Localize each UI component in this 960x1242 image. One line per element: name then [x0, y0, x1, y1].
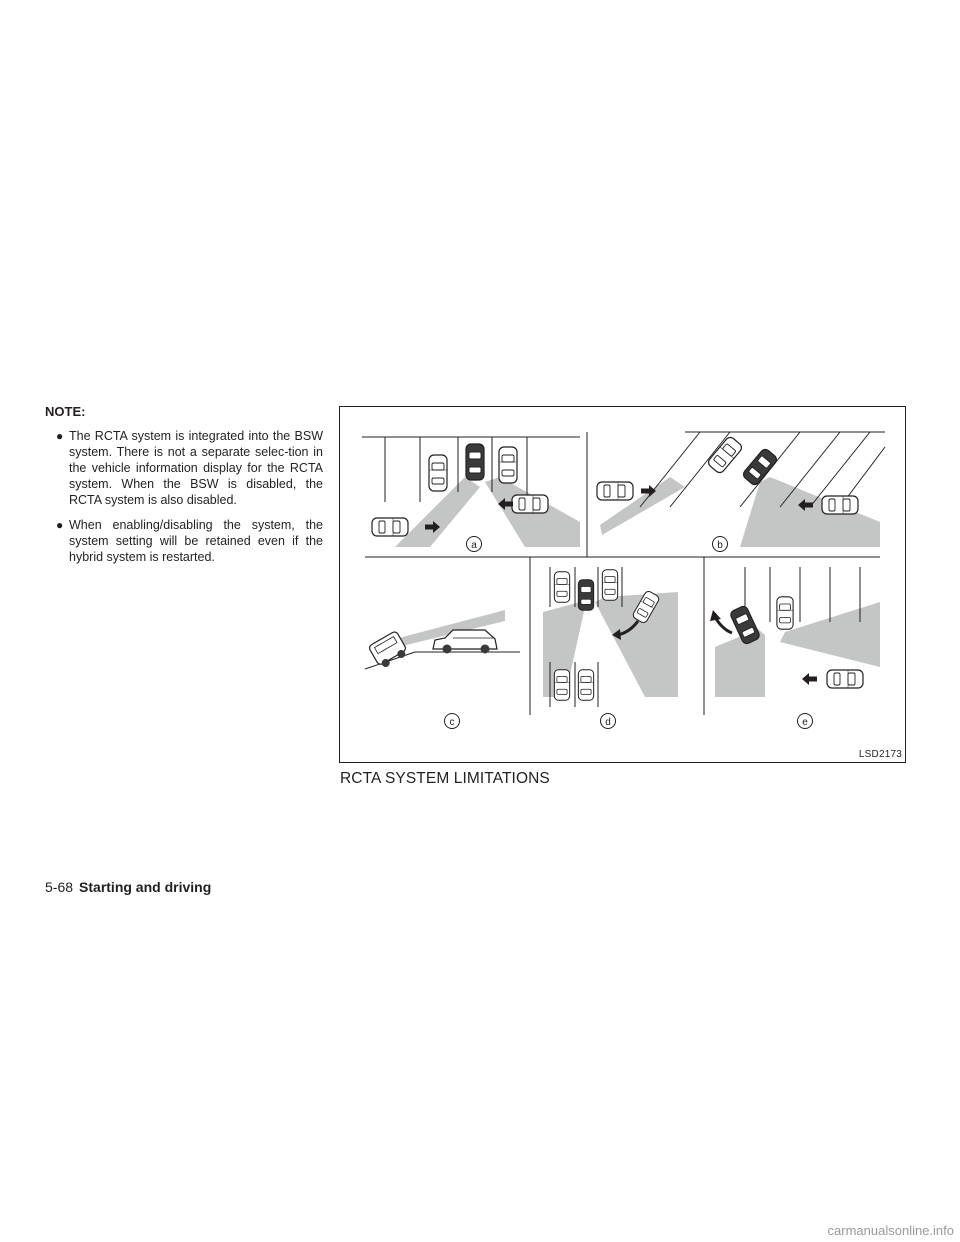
- panel-label-e: e: [797, 713, 813, 729]
- note-bullet-text: The RCTA system is integrated into the B…: [69, 429, 323, 507]
- note-bullet-list: ● The RCTA system is integrated into the…: [45, 428, 323, 565]
- svg-text:e: e: [802, 717, 808, 728]
- svg-text:b: b: [717, 540, 723, 551]
- svg-text:a: a: [471, 540, 477, 551]
- watermark: carmanualsonline.info: [827, 1223, 954, 1238]
- bullet-icon: ●: [56, 429, 64, 443]
- svg-text:c: c: [450, 717, 455, 728]
- figure-caption: RCTA SYSTEM LIMITATIONS: [340, 770, 550, 787]
- panel-label-a: a: [466, 536, 482, 552]
- rcta-limitations-figure: a b c d e LSD2173: [339, 406, 906, 763]
- figure-code: LSD2173: [858, 749, 902, 760]
- note-block: NOTE: ● The RCTA system is integrated in…: [45, 404, 323, 574]
- panel-e-illustration: [710, 567, 880, 697]
- panel-label-c: c: [444, 713, 460, 729]
- rcta-illustration: a b c d e: [362, 431, 886, 729]
- panel-label-b: b: [712, 536, 728, 552]
- note-bullet-text: When enabling/disabling the system, the …: [69, 518, 323, 564]
- panel-b-illustration: [596, 431, 886, 547]
- section-title: Starting and driving: [79, 879, 212, 895]
- panel-d-illustration: [543, 567, 678, 707]
- note-bullet-item: ● When enabling/disabling the system, th…: [45, 517, 323, 565]
- panel-a-illustration: [362, 436, 580, 547]
- note-heading: NOTE:: [45, 404, 86, 419]
- page-footer: 5-68 Starting and driving: [45, 879, 211, 895]
- panel-c-illustration: [364, 610, 520, 670]
- svg-text:d: d: [605, 717, 611, 728]
- bullet-icon: ●: [56, 518, 64, 532]
- page-number: 5-68: [45, 879, 74, 895]
- note-bullet-item: ● The RCTA system is integrated into the…: [45, 428, 323, 508]
- panel-label-d: d: [600, 713, 616, 729]
